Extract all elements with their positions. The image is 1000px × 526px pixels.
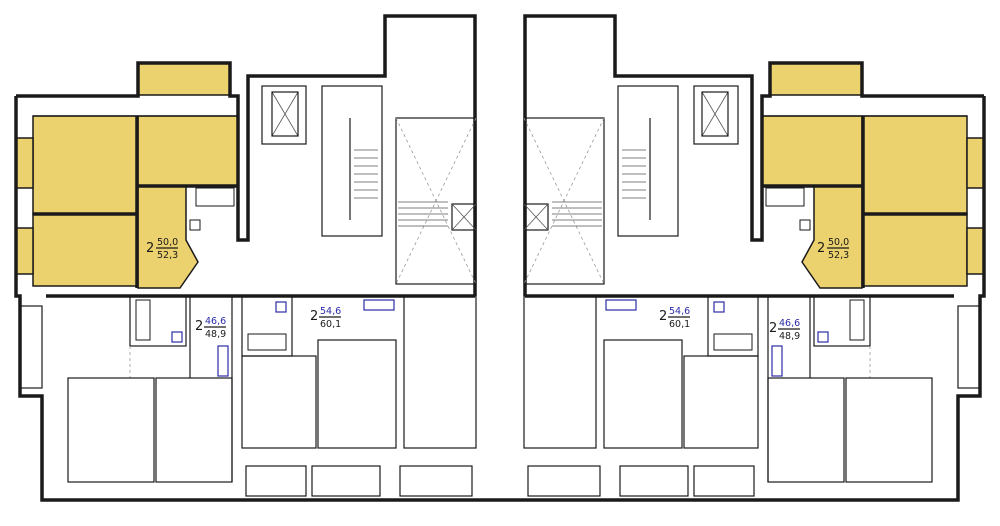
left-a-closet <box>171 331 183 343</box>
rooms-count: 2 <box>659 309 667 324</box>
rooms-count: 2 <box>817 241 825 256</box>
rooms-count: 2 <box>310 309 318 324</box>
left-sink-yellow <box>189 219 201 231</box>
left-yellow-room-3 <box>137 115 239 187</box>
right-lobby <box>523 117 605 285</box>
left-stair-box <box>321 85 383 237</box>
left-yellow-balcony <box>137 62 231 96</box>
right-yellow-room-2 <box>862 213 968 287</box>
area-bottom: 48,9 <box>779 331 800 342</box>
right-b-room-1 <box>683 355 759 449</box>
left-c-room <box>403 295 477 449</box>
left-a-wardrobe <box>217 345 229 377</box>
right-wing <box>500 14 986 502</box>
right-yellow-window-a <box>966 137 985 189</box>
left-lift-1-inner <box>271 91 299 137</box>
left-a-bath-block <box>129 295 187 347</box>
left-b-room-2 <box>317 339 397 449</box>
left-b-closet <box>275 301 287 313</box>
left-wing <box>14 14 500 502</box>
left-a-room-2 <box>155 377 233 483</box>
area-top: 54,6 <box>320 306 341 317</box>
right-sink-yellow <box>799 219 811 231</box>
apartment-label-right-b[interactable]: 2 54,6 60,1 <box>659 306 690 330</box>
right-lobby-box <box>523 203 549 231</box>
apartment-label-left-a[interactable]: 2 46,6 48,9 <box>195 316 226 340</box>
right-lift-1 <box>693 85 739 145</box>
left-a-room-1 <box>67 377 155 483</box>
right-yellow-window-b <box>966 227 985 275</box>
area-top: 50,0 <box>828 237 849 248</box>
right-a-closet <box>817 331 829 343</box>
area-bottom: 52,3 <box>828 250 849 261</box>
left-lift-1-x <box>271 91 299 137</box>
apartment-label-left-yellow[interactable]: 2 50,0 52,3 <box>146 237 178 261</box>
right-a-bath-block <box>813 295 871 347</box>
right-a-room-1 <box>845 377 933 483</box>
left-lobby-box-x <box>451 203 477 231</box>
left-yellow-room-1 <box>32 115 138 215</box>
left-outer-wall <box>14 96 500 502</box>
area-bottom: 52,3 <box>157 250 178 261</box>
right-top-wall <box>523 14 984 296</box>
right-lift-1-inner <box>701 91 729 137</box>
left-side-balcony <box>19 305 43 389</box>
right-b-wardrobe <box>605 299 637 311</box>
left-b-wardrobe <box>363 299 395 311</box>
left-bath-yellow <box>195 187 235 207</box>
left-stair-steps <box>354 149 378 199</box>
right-balcony-2 <box>619 465 689 497</box>
left-yellow-room-2 <box>32 213 138 287</box>
apartment-label-right-a[interactable]: 2 46,6 48,9 <box>769 318 800 342</box>
right-c-room <box>523 295 597 449</box>
right-b-room-2 <box>603 339 683 449</box>
area-bottom: 60,1 <box>669 319 690 330</box>
right-yellow-room-1 <box>862 115 968 215</box>
rooms-count: 2 <box>146 241 154 256</box>
right-lobby-box-x <box>523 203 549 231</box>
area-bottom: 60,1 <box>320 319 341 330</box>
right-a-wardrobe <box>771 345 783 377</box>
right-yellow-balcony <box>769 62 863 96</box>
apartment-label-left-b[interactable]: 2 54,6 60,1 <box>310 306 341 330</box>
area-top: 46,6 <box>779 318 800 329</box>
left-lobby <box>395 117 477 285</box>
rooms-count: 2 <box>769 321 777 336</box>
right-stair-steps <box>622 149 646 199</box>
right-lobby-steps <box>552 201 602 227</box>
left-lobby-steps <box>398 201 448 227</box>
left-a-bath <box>135 299 151 341</box>
right-bath-yellow <box>765 187 805 207</box>
right-side-balcony <box>957 305 981 389</box>
rooms-count: 2 <box>195 319 203 334</box>
right-balcony-3 <box>527 465 601 497</box>
area-top: 54,6 <box>669 306 690 317</box>
left-top-wall <box>16 14 477 296</box>
left-balcony-2 <box>311 465 381 497</box>
left-balcony-3 <box>399 465 473 497</box>
left-b-room-1 <box>241 355 317 449</box>
area-top: 46,6 <box>205 316 226 327</box>
right-yellow-room-3 <box>761 115 863 187</box>
right-a-room-2 <box>767 377 845 483</box>
left-yellow-window-a <box>15 137 34 189</box>
left-lobby-box <box>451 203 477 231</box>
left-b-bath <box>247 333 287 351</box>
left-yellow-window-b <box>15 227 34 275</box>
right-a-bath <box>849 299 865 341</box>
apartment-label-right-yellow[interactable]: 2 50,0 52,3 <box>817 237 849 261</box>
left-lobby-x <box>395 117 477 285</box>
right-lift-1-x <box>701 91 729 137</box>
right-lobby-x <box>523 117 605 285</box>
right-outer-wall <box>500 96 986 502</box>
area-bottom: 48,9 <box>205 329 226 340</box>
right-balcony-1 <box>693 465 755 497</box>
left-lift-1 <box>261 85 307 145</box>
right-b-bath <box>713 333 753 351</box>
right-stair-box <box>617 85 679 237</box>
area-top: 50,0 <box>157 237 178 248</box>
left-balcony-1 <box>245 465 307 497</box>
right-b-closet <box>713 301 725 313</box>
